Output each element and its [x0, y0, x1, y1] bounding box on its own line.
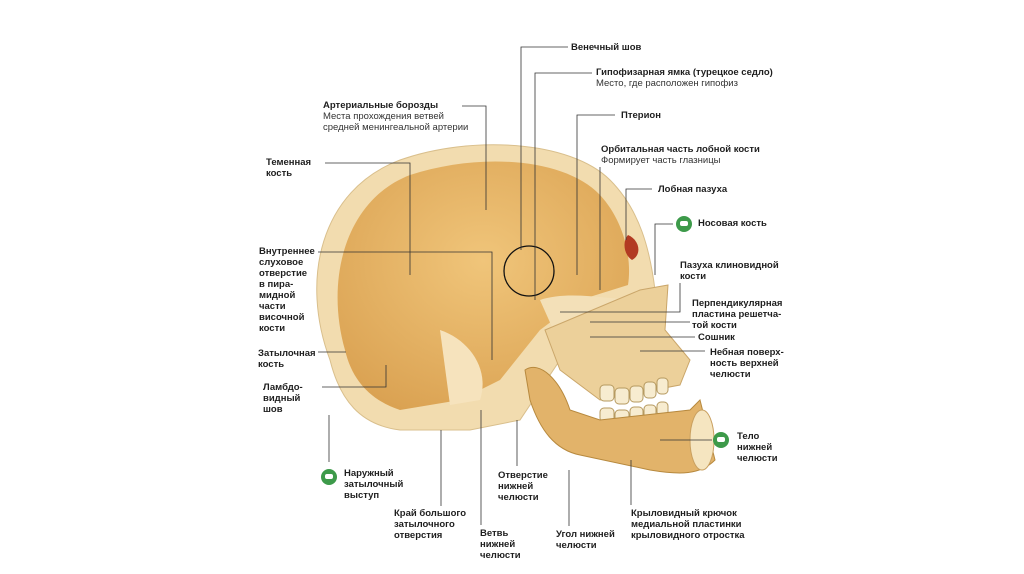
- leader-lines: [318, 46, 712, 526]
- label-mandible-ramus: Ветвь нижней челюсти: [480, 528, 521, 561]
- label-mandible-body: Тело нижней челюсти: [737, 431, 778, 464]
- label-sphenoid-sinus: Пазуха клиновидной кости: [680, 260, 779, 282]
- label-foramen-magnum-edge: Край большого затылочного отверстия: [394, 508, 467, 541]
- label-pterygoid-hamulus: Крыловидный крючок медиальной пластинки …: [631, 508, 745, 541]
- label-mandible-angle: Угол нижней челюсти: [556, 529, 615, 551]
- label-perpendicular-plate: Перпендикулярная пластина решетча- той к…: [692, 298, 783, 331]
- label-occipital-bone: Затылочная кость: [258, 348, 316, 370]
- maxilla: [544, 284, 691, 401]
- label-lambdoid-suture: Ламбдо- видный шов: [263, 382, 303, 415]
- label-frontal-sinus: Лобная пазуха: [658, 184, 728, 195]
- mandible-body-info-icon[interactable]: [713, 432, 729, 448]
- cranial-cavity: [337, 161, 630, 410]
- label-palatine-surface: Небная поверх- ность верхней челюсти: [710, 347, 784, 380]
- label-vomer: Сошник: [698, 332, 735, 343]
- external-occipital-info-icon[interactable]: [321, 469, 337, 485]
- pterion-circle: [503, 245, 555, 297]
- label-hypophyseal-fossa: Гипофизарная ямка (турецкое седло)Место,…: [596, 67, 773, 89]
- label-pterion: Птерион: [621, 110, 661, 121]
- mandible: [524, 367, 716, 474]
- nasal-bone-info-icon[interactable]: [676, 216, 692, 232]
- label-mandibular-foramen: Отверстие нижней челюсти: [498, 470, 548, 503]
- label-coronal-suture: Венечный шов: [571, 42, 642, 53]
- label-parietal-bone: Теменная кость: [266, 157, 312, 179]
- label-nasal-bone: Носовая кость: [698, 218, 767, 229]
- label-internal-acoustic: Внутреннее слуховое отверстие в пира- ми…: [259, 246, 315, 334]
- label-external-occipital: Наружный затылочный выступ: [344, 468, 404, 501]
